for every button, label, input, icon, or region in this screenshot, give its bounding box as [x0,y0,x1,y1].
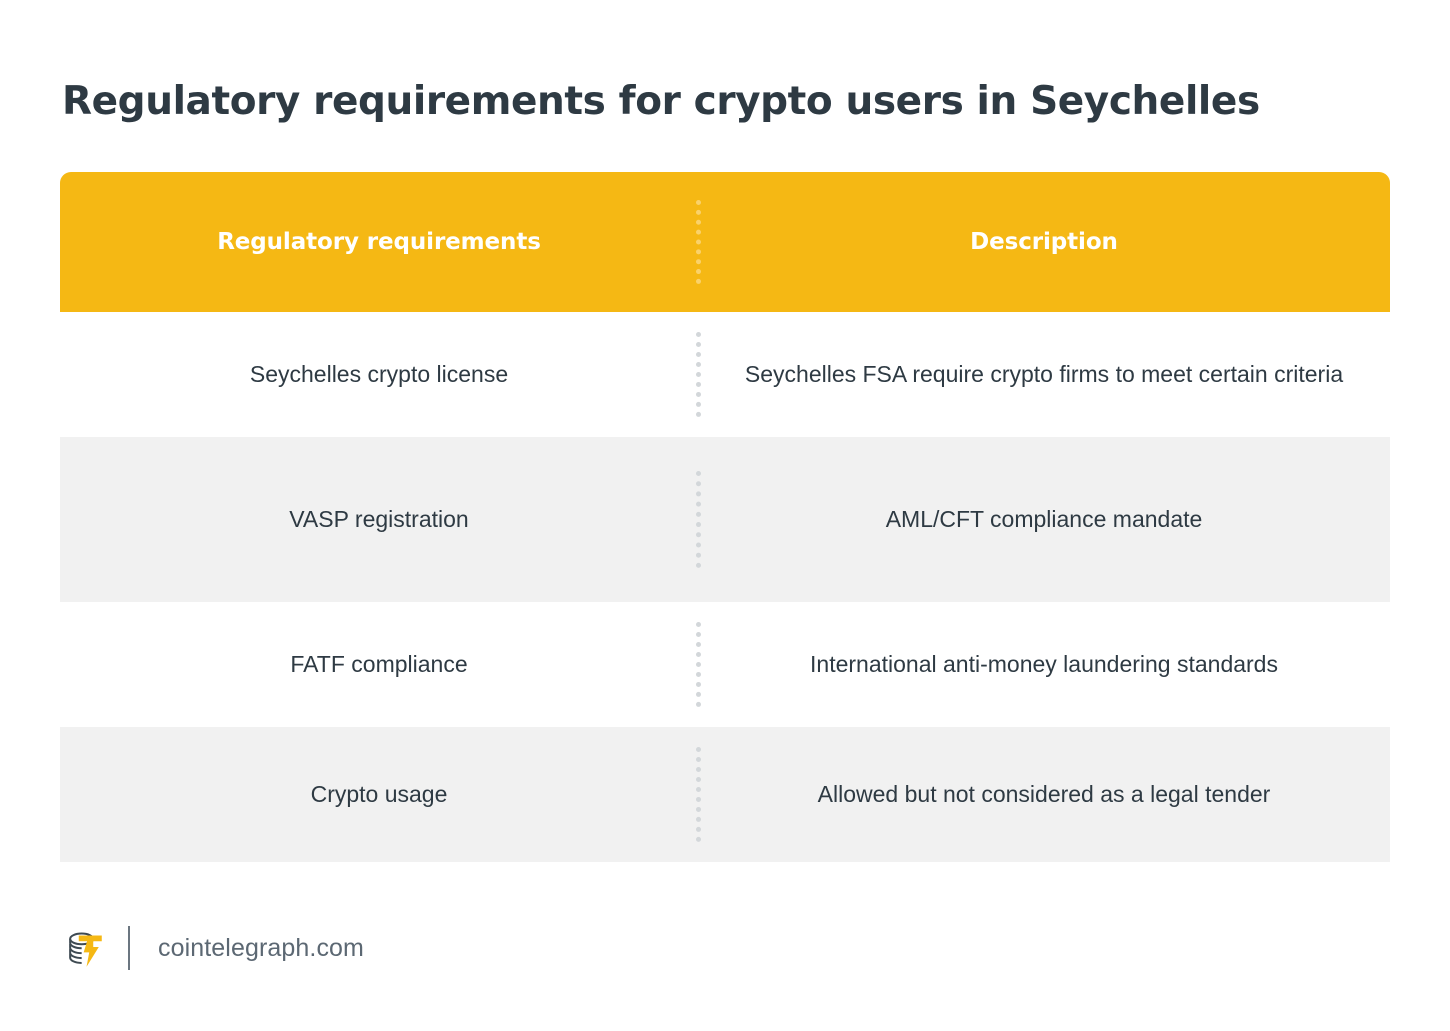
column-header-description: Description [970,229,1118,255]
cell-description: International anti-money laundering stan… [810,650,1278,677]
column-divider-dotted [696,200,701,284]
column-header-regulatory-requirements: Regulatory requirements [217,229,541,255]
column-divider-dotted [696,747,701,842]
column-divider-dotted [696,622,701,707]
footer: cointelegraph.com [62,918,364,978]
cell-requirement: VASP registration [289,505,469,532]
cell-description: AML/CFT compliance mandate [885,505,1203,532]
cell-description: Allowed but not considered as a legal te… [817,780,1271,807]
cointelegraph-coin-stack-bolt-icon [62,925,108,971]
cell-requirement: Seychelles crypto license [249,360,509,387]
cell-requirement: Crypto usage [310,780,448,807]
footer-divider [128,926,130,970]
cell-requirement: FATF compliance [290,650,468,677]
table-row: FATF compliance International anti-money… [60,602,1390,727]
cell-description: Seychelles FSA require crypto firms to m… [744,360,1344,387]
page-title: Regulatory requirements for crypto users… [62,79,1260,125]
column-divider-dotted [696,471,701,568]
column-divider-dotted [696,332,701,417]
regulatory-requirements-table: Regulatory requirements Description Seyc… [60,172,1390,862]
table-row: Crypto usage Allowed but not considered … [60,727,1390,862]
table-row: VASP registration AML/CFT compliance man… [60,437,1390,602]
table-header-row: Regulatory requirements Description [60,172,1390,312]
table-row: Seychelles crypto license Seychelles FSA… [60,312,1390,437]
footer-site-label: cointelegraph.com [158,933,364,962]
